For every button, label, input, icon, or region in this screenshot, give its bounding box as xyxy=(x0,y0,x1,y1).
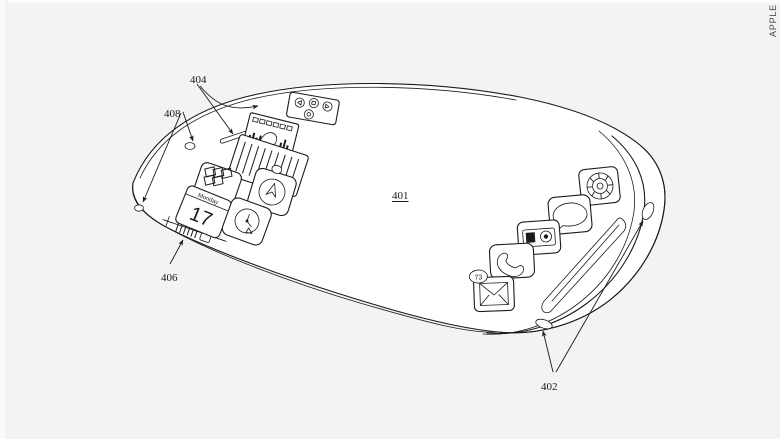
phone-icon[interactable] xyxy=(488,242,536,280)
right-edge-slot xyxy=(541,217,627,314)
calendar-icon[interactable]: Monday 17 xyxy=(174,184,233,239)
clock-icon[interactable] xyxy=(220,196,273,247)
mail-badge-count: 73 xyxy=(474,274,482,281)
leader-408-lower xyxy=(142,112,182,203)
leader-406 xyxy=(169,239,184,265)
left-sensor-dot-upper xyxy=(184,142,196,150)
leader-402-lower xyxy=(542,330,554,373)
settings-icon[interactable] xyxy=(578,166,621,206)
ref-label-408: 408 xyxy=(164,108,181,120)
leader-lines xyxy=(142,83,644,373)
mail-badge: 73 xyxy=(468,269,488,284)
ref-label-404: 404 xyxy=(190,74,207,86)
apple-watermark: APPLE xyxy=(768,4,778,38)
leader-402-upper xyxy=(555,220,644,373)
canvas-top-edge xyxy=(0,0,780,3)
media-controls-widget[interactable] xyxy=(286,91,340,126)
ref-label-401: 401 xyxy=(392,190,409,202)
screen-widgets: Monday 17 xyxy=(174,91,340,247)
right-port-upper xyxy=(641,202,655,220)
leader-408-upper xyxy=(182,111,194,142)
left-sensor-dot-lower xyxy=(134,204,144,212)
mail-icon[interactable]: 73 xyxy=(468,269,515,313)
leader-404 xyxy=(196,83,234,135)
compass-icon[interactable] xyxy=(246,160,300,217)
leader-404-alt xyxy=(199,85,259,110)
screen-icons-right: 73 xyxy=(468,166,621,313)
canvas-left-edge xyxy=(0,0,7,439)
ref-label-406: 406 xyxy=(161,272,178,284)
ref-label-402: 402 xyxy=(541,381,558,393)
right-port-lower xyxy=(535,318,553,330)
